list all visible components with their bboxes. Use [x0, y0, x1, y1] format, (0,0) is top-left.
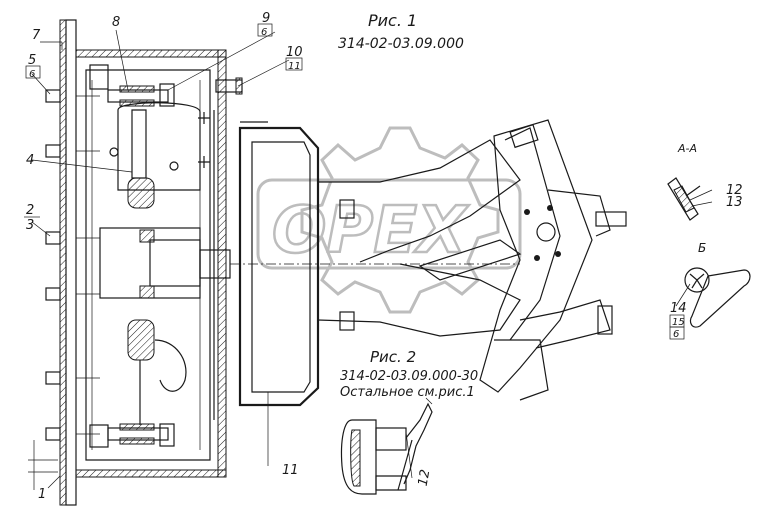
section-a-a-label: А-А — [677, 142, 697, 155]
callout-3: 3 — [26, 218, 34, 233]
figure-2-caption: Рис. 2 314-02-03.09.000-30 Остальное см.… — [340, 348, 478, 400]
drive-unit — [479, 119, 627, 401]
housing-top-wall — [75, 49, 227, 58]
callout-6-sub: 6 — [261, 27, 267, 38]
figure-1-title: Рис. 1 — [368, 11, 417, 30]
shaft-assembly — [99, 102, 231, 425]
callout-12-fig2: 12 — [416, 468, 434, 487]
callout-8: 8 — [112, 15, 120, 30]
housing-right-wall — [217, 49, 227, 478]
figure-2-code: 314-02-03.09.000-30 — [340, 369, 478, 384]
figure-2-note: Остальное см.рис.1 — [340, 385, 475, 400]
leader-lines — [31, 29, 713, 489]
figure-2-drawing — [340, 397, 433, 495]
callout-12: 11 — [282, 463, 299, 478]
plate-part-7 — [59, 19, 67, 506]
cover-part-12 — [230, 126, 520, 407]
lower-bolt-assembly — [89, 423, 175, 448]
upper-bolt-assembly — [89, 64, 175, 107]
callout-13: 12 — [726, 183, 743, 198]
callout-5: 5 — [28, 53, 36, 68]
figure-1-code: 314-02-03.09.000 — [338, 36, 464, 52]
figure-1-caption: Рис. 1 314-02-03.09.000 — [338, 11, 464, 52]
callout-16: 15 — [672, 317, 685, 328]
section-a-a: А-А — [667, 142, 701, 221]
view-b: Б — [684, 241, 751, 328]
callout-9: 9 — [262, 11, 270, 26]
callout-6: 6 — [29, 69, 35, 80]
callout-15: 14 — [670, 301, 687, 316]
cover-markers — [198, 112, 268, 168]
callout-4: 4 — [26, 153, 34, 168]
mounting-bracket — [317, 139, 522, 337]
callout-14: 13 — [726, 195, 743, 210]
callout-7: 7 — [32, 28, 41, 43]
watermark: OPEX — [256, 126, 522, 314]
left-dimension — [28, 440, 58, 490]
figure-2-title: Рис. 2 — [370, 348, 416, 366]
callout-11: 11 — [288, 61, 301, 72]
callout-1: 1 — [38, 487, 46, 502]
plate-bolts — [45, 89, 100, 441]
figure-1-drawing — [28, 19, 627, 506]
callout-6-sub-b: 6 — [673, 329, 679, 340]
view-b-label: Б — [698, 241, 706, 255]
callout-2: 2 — [26, 203, 34, 218]
callouts: 7 8 9 6 10 11 5 6 4 2 3 1 11 12 13 14 15… — [24, 11, 743, 502]
watermark-text: OPEX — [272, 194, 469, 268]
housing-bottom-wall — [75, 469, 227, 478]
callout-10: 10 — [286, 45, 303, 60]
